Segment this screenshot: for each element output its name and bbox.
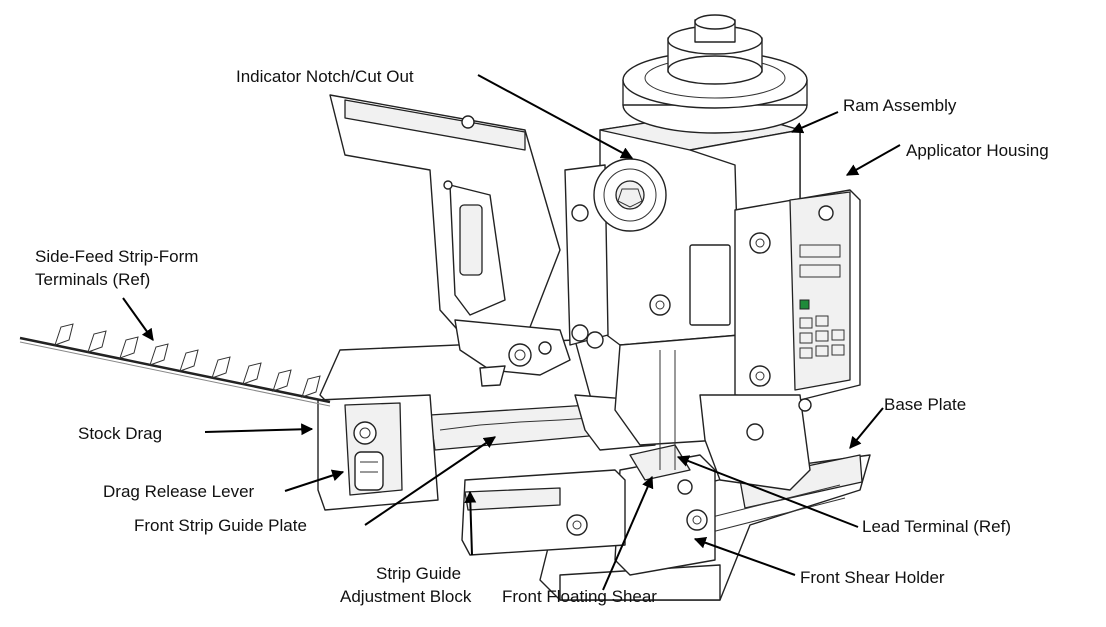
terminal-strip-drawing xyxy=(19,323,331,407)
label-drag-release-lever: Drag Release Lever xyxy=(103,482,255,501)
indicator-dial-drawing xyxy=(593,158,667,232)
label-base-plate: Base Plate xyxy=(884,395,966,414)
label-indicator-notch: Indicator Notch/Cut Out xyxy=(236,67,414,86)
leader-indicator-notch xyxy=(477,74,634,159)
terminal-6 xyxy=(211,356,231,379)
label-front-floating-shear: Front Floating Shear xyxy=(502,587,657,606)
label-front-strip-guide-plate: Front Strip Guide Plate xyxy=(134,516,307,535)
leader-applicator-housing xyxy=(845,144,901,176)
label-strip-guide-line1: Strip Guide xyxy=(376,564,461,583)
terminal-5 xyxy=(179,349,199,372)
label-side-feed-line1: Side-Feed Strip-Form xyxy=(35,247,198,266)
label-side-feed-line2: Terminals (Ref) xyxy=(35,270,150,289)
terminal-1 xyxy=(54,323,74,346)
label-ram-assembly: Ram Assembly xyxy=(843,96,957,115)
label-stock-drag: Stock Drag xyxy=(78,424,162,443)
terminal-4 xyxy=(149,343,169,366)
label-applicator-housing: Applicator Housing xyxy=(906,141,1049,160)
terminal-8 xyxy=(272,369,292,392)
label-strip-guide-line2: Adjustment Block xyxy=(340,587,472,606)
applicator-housing-drawing xyxy=(734,189,861,401)
terminal-2 xyxy=(87,330,107,353)
terminal-9 xyxy=(301,375,321,398)
label-lead-terminal: Lead Terminal (Ref) xyxy=(862,517,1011,536)
strip-guide-adjustment-block-drawing xyxy=(461,469,626,556)
leader-base-plate xyxy=(849,407,884,449)
leader-front-floating-shear xyxy=(602,475,654,591)
leader-ram-assembly xyxy=(790,111,839,134)
leader-stock-drag xyxy=(204,423,314,436)
leader-drag-release-lever xyxy=(284,469,345,492)
callout-labels: Indicator Notch/Cut Out Ram Assembly App… xyxy=(35,67,1049,606)
leader-side-feed xyxy=(122,297,154,341)
leader-strip-guide-block xyxy=(464,490,477,556)
applicator-illustration xyxy=(19,14,871,601)
lower-housing-drawing xyxy=(699,394,812,491)
leader-front-shear-holder xyxy=(693,537,796,576)
leader-front-strip-guide-plate xyxy=(364,436,496,526)
feed-arm-drawing xyxy=(329,94,571,387)
terminal-7 xyxy=(242,362,262,385)
leader-lead-terminal xyxy=(676,455,859,528)
adjustment-dial-drawing xyxy=(622,14,808,134)
leader-lines xyxy=(122,74,901,591)
label-front-shear-holder: Front Shear Holder xyxy=(800,568,945,587)
terminal-3 xyxy=(119,336,139,359)
